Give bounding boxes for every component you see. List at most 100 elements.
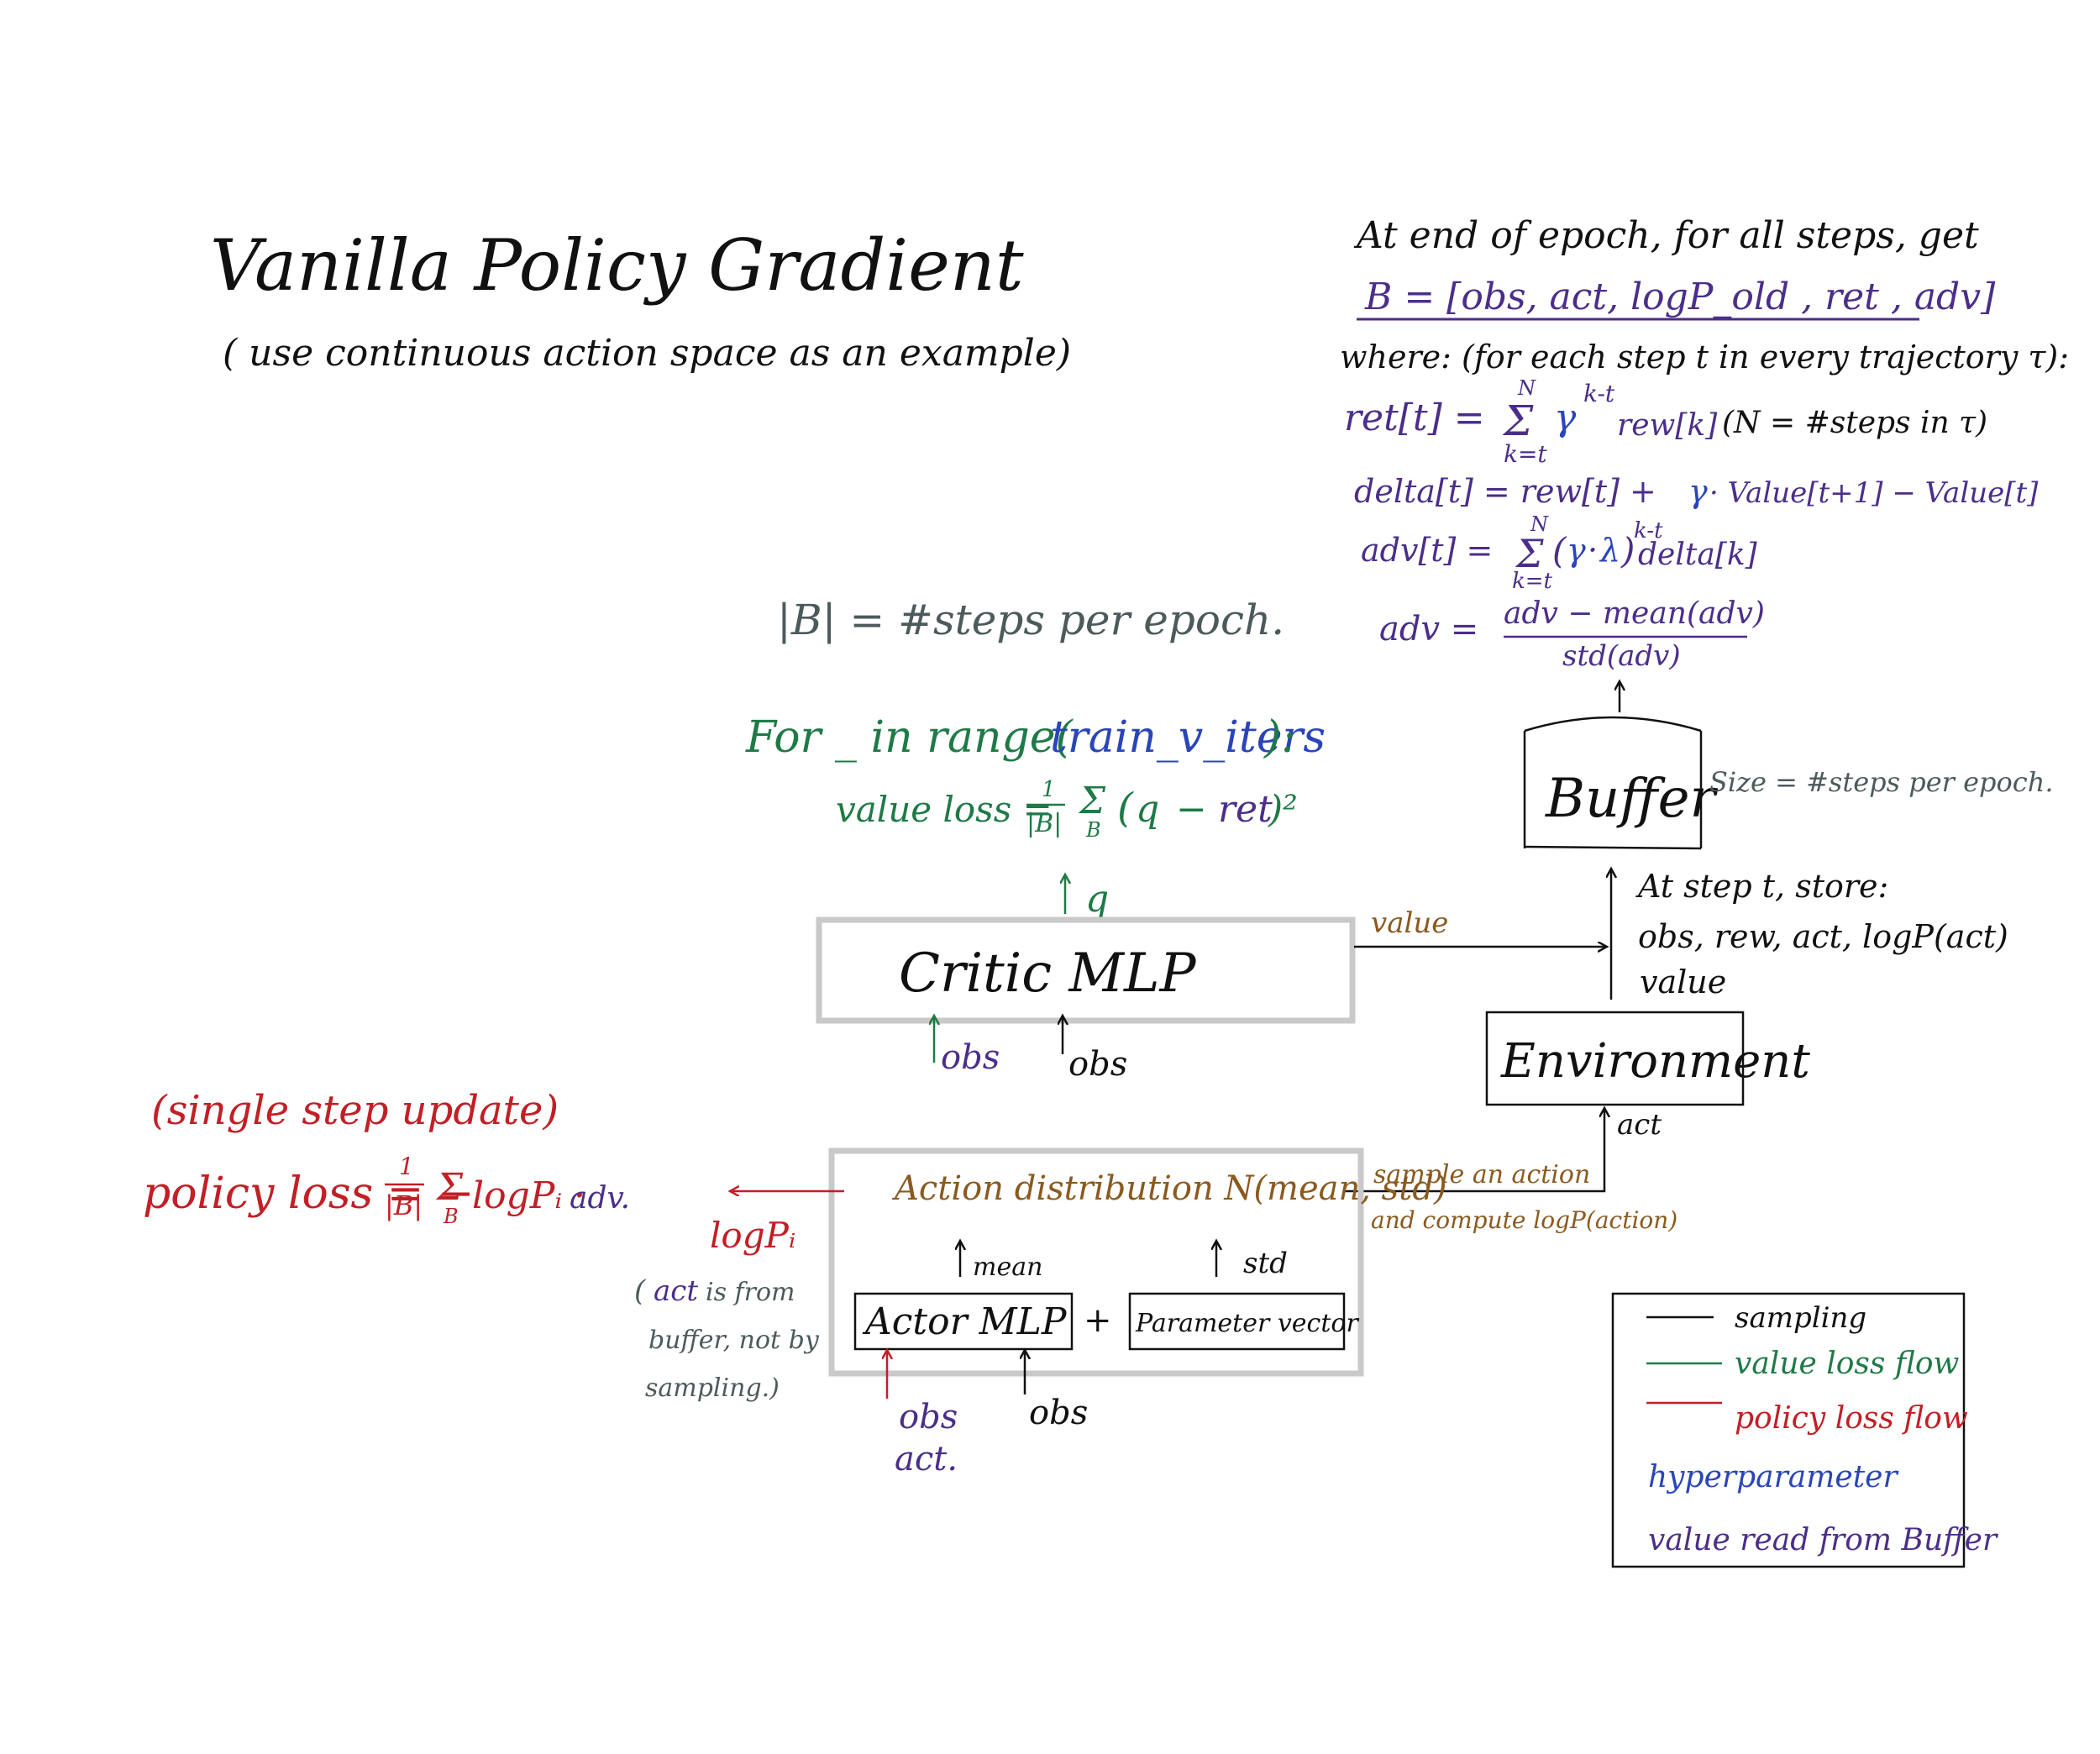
q-arrow-label: q — [1085, 878, 1109, 921]
logp-label: logPᵢ — [710, 1215, 795, 1256]
advantage-formula: adv[t] = N Σ k=t ( γ · λ ) k-t delta[k] — [1361, 512, 1758, 594]
ret-gamma: γ — [1554, 396, 1577, 439]
ret-lhs: ret[t] = — [1344, 396, 1485, 439]
store-note-line2: obs, rew, act, logP(act) — [1638, 918, 2008, 955]
legend: sampling value loss flow policy loss flo… — [1611, 1292, 1998, 1568]
value-loss-close: )² — [1268, 788, 1298, 831]
policy-loss-frac-top: 1 — [399, 1153, 414, 1180]
diagram-subtitle: ( use continuous action space as an exam… — [223, 332, 1071, 375]
adv-sum-symbol: Σ — [1515, 531, 1544, 576]
where-line: where: (for each step t in every traject… — [1340, 339, 2069, 375]
for-loop-start: For _ in range( — [745, 712, 1074, 763]
legend-hyperparameter: hyperparameter — [1648, 1460, 1898, 1494]
critic-obs-green-label: obs — [941, 1038, 1000, 1077]
adv-paren-open: ( — [1552, 530, 1567, 571]
critic-mlp-box — [816, 916, 1356, 1024]
adv-sum-bottom: k=t — [1512, 569, 1553, 594]
epoch-size-note: |B| = #steps per epoch. — [777, 596, 1284, 644]
mean-label: mean — [973, 1252, 1042, 1282]
environment-label: Environment — [1500, 1034, 1810, 1089]
norm-lhs: adv = — [1379, 610, 1478, 649]
sample-to-environment-arrow — [1344, 1109, 1604, 1193]
sample-action-line2: and compute logP(action) — [1371, 1206, 1677, 1234]
legend-sampling-label: sampling — [1735, 1301, 1866, 1335]
buffer-computation-section: At end of epoch, for all steps, get B = … — [1340, 214, 2069, 673]
parameter-vector-box — [1128, 1292, 1346, 1351]
buffer-definition: B = [obs, act, logP_old , ret , adv] — [1364, 276, 1996, 318]
train-v-iters: train_v_iters — [1050, 712, 1326, 763]
actor-obs-black-label: obs — [1029, 1394, 1088, 1432]
parameter-vector-label: Parameter vector — [1135, 1309, 1359, 1338]
critic-obs-black-label: obs — [1068, 1045, 1127, 1084]
actor-block-box — [828, 1147, 1364, 1377]
ret-term: rew[k] — [1617, 408, 1718, 443]
actor-act-red-label: act. — [895, 1440, 958, 1478]
adv-lhs: adv[t] = — [1361, 532, 1493, 569]
adv-term: delta[k] — [1638, 538, 1758, 572]
delta-gamma: γ — [1688, 473, 1708, 510]
legend-buffer-value: value read from Buffer — [1648, 1523, 1998, 1557]
norm-numerator: adv − mean(adv) — [1504, 596, 1765, 631]
adv-lambda: λ — [1599, 532, 1620, 569]
ret-exponent: k-t — [1583, 380, 1615, 407]
adv-paren-close: ) — [1620, 530, 1635, 571]
std-label: std — [1243, 1247, 1288, 1280]
adv-gamma: γ — [1567, 532, 1586, 569]
buffer-cylinder: Buffer — [1523, 716, 1718, 850]
delta-formula: delta[t] = rew[t] + γ · Value[t+1] − Val… — [1354, 473, 2039, 510]
act-note-open: ( — [634, 1274, 646, 1308]
ret-sum-top: N — [1517, 376, 1536, 400]
act-note: ( act is from buffer, not by sampling.) — [634, 1274, 820, 1403]
value-loss-minus: − — [1176, 788, 1207, 831]
policy-loss-lhs: policy loss = − — [143, 1168, 474, 1219]
value-loss-frac-top: 1 — [1042, 777, 1056, 802]
buffer-bottom-edge — [1524, 845, 1702, 850]
policy-loss-sum: Σ — [435, 1166, 464, 1209]
value-loss-sum: Σ — [1078, 780, 1106, 822]
actor-mlp-label: Actor MLP — [862, 1300, 1068, 1343]
policy-loss-adv: adv. — [570, 1181, 630, 1216]
value-loss-frac-bottom: |B| — [1026, 809, 1062, 838]
legend-box — [1611, 1292, 1966, 1568]
actor-obs-red-label: obs — [899, 1398, 958, 1436]
value-loss-ret: ret — [1218, 788, 1273, 831]
epoch-end-heading: At end of epoch, for all steps, get — [1353, 214, 1979, 257]
single-step-header: (single step update) — [151, 1087, 559, 1134]
environment-act-label: act — [1617, 1108, 1662, 1142]
store-note-line3: value — [1640, 964, 1726, 1000]
norm-denominator: std(adv) — [1562, 639, 1681, 673]
plus-sign: + — [1084, 1301, 1112, 1340]
legend-policy-loss-label: policy loss flow — [1735, 1401, 1968, 1436]
store-note-line1: At step t, store: — [1635, 868, 1888, 905]
policy-loss-section: (single step update) policy loss = − 1 |… — [143, 1087, 630, 1228]
delta-lhs: delta[t] = rew[t] + — [1354, 473, 1656, 510]
ret-note: (N = #steps in τ) — [1722, 406, 1987, 440]
actor-mlp-box — [853, 1292, 1074, 1351]
policy-loss-frac-bottom: |B| — [385, 1189, 423, 1221]
value-training-loop: For _ in range( train_v_iters ): value l… — [745, 712, 1326, 842]
value-loss-sum-sub: B — [1085, 818, 1101, 842]
act-note-act: act — [654, 1274, 698, 1308]
legend-value-loss-label: value loss flow — [1735, 1347, 1960, 1381]
act-note-line3: sampling.) — [645, 1373, 780, 1403]
buffer-size-note: Size = #steps per epoch. — [1709, 766, 2054, 798]
ret-sum-symbol: Σ — [1502, 396, 1534, 445]
delta-rhs: · Value[t+1] − Value[t] — [1709, 476, 2039, 510]
buffer-label: Buffer — [1545, 768, 1718, 830]
value-arrow-label: value — [1371, 906, 1448, 940]
normalize-formula: adv = adv − mean(adv) std(adv) — [1379, 596, 1765, 673]
value-loss-q: q — [1136, 788, 1159, 831]
diagram-title: Vanilla Policy Gradient — [210, 224, 1024, 307]
act-note-line2: buffer, not by — [648, 1326, 820, 1355]
policy-loss-term: logPᵢ · — [472, 1174, 585, 1217]
ret-sum-bottom: k=t — [1504, 440, 1547, 468]
adv-exponent: k-t — [1634, 518, 1663, 544]
policy-loss-sum-sub: B — [443, 1205, 459, 1228]
adv-dot: · — [1588, 532, 1598, 569]
buffer-top-curve — [1524, 716, 1702, 733]
act-note-rest: is from — [706, 1278, 795, 1307]
sample-action-line1: sample an action — [1373, 1160, 1590, 1189]
critic-mlp-label: Critic MLP — [899, 943, 1196, 1005]
return-formula: ret[t] = N Σ k=t γ k-t rew[k] (N = #step… — [1344, 376, 1987, 468]
